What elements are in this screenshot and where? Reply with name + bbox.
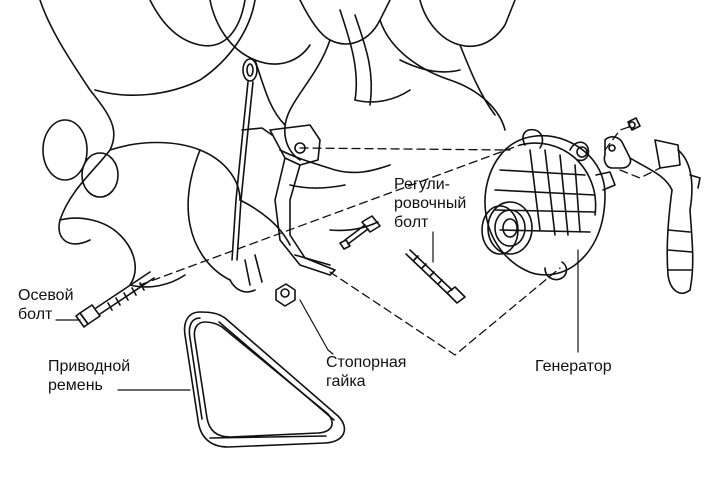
drive-belt <box>183 311 346 448</box>
pivot-bolt-label-line-2: болт <box>18 306 53 323</box>
lock-nut-label: Стопорная гайка <box>326 353 406 391</box>
adjusting-bolt-label: Регули- ровочный болт <box>394 175 466 232</box>
adjusting-bolt-label-line-3: болт <box>394 214 429 231</box>
drive-belt-label-line-1: Приводной <box>48 358 131 375</box>
drive-belt-label-line-2: ремень <box>48 377 103 394</box>
engine-block <box>39 0 516 293</box>
adjusting-bracket <box>269 124 336 276</box>
alternator-body <box>481 128 616 281</box>
drive-belt-label: Приводной ремень <box>48 357 130 395</box>
alternator-label: Генератор <box>535 357 612 376</box>
wiring-harness <box>603 117 701 294</box>
pivot-bolt <box>75 271 155 328</box>
alignment-lines <box>139 125 661 356</box>
alternator-label-line-1: Генератор <box>535 358 612 375</box>
oil-dipstick <box>231 58 273 261</box>
lock-nut <box>275 283 296 307</box>
lock-nut-label-line-1: Стопорная <box>326 354 407 371</box>
pivot-bolt-label: Осевой болт <box>18 286 74 324</box>
pivot-bolt-label-line-1: Осевой <box>18 287 74 304</box>
adjusting-bolt <box>405 249 466 304</box>
stud-bolt <box>339 215 381 250</box>
leader-lines <box>55 231 579 391</box>
adjusting-bolt-label-line-2: ровочный <box>394 195 467 212</box>
adjusting-bolt-label-line-1: Регули- <box>394 176 450 193</box>
lock-nut-label-line-2: гайка <box>326 373 366 390</box>
